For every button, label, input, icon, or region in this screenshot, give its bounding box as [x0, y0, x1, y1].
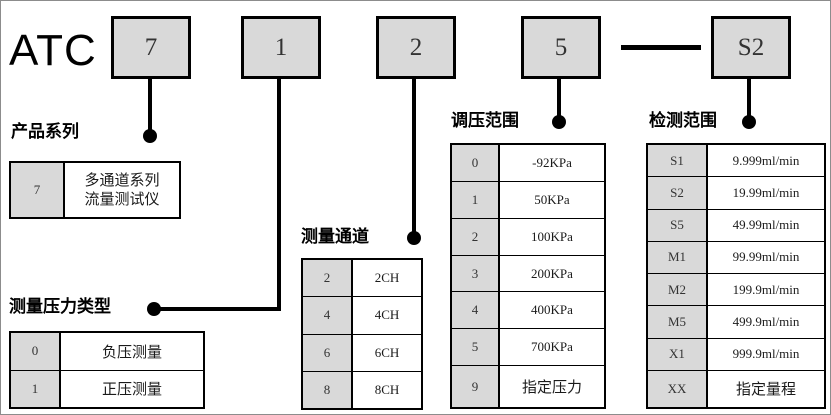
- cell-value: 400KPa: [500, 292, 604, 329]
- caption-detection-range: 检测范围: [649, 111, 717, 130]
- leader-dot-pressure-type: [147, 302, 161, 316]
- table-row: X1 999.9ml/min: [648, 338, 824, 371]
- leader-line-series: [148, 79, 152, 135]
- cell-value: 指定量程: [708, 370, 824, 407]
- table-pressure-type: 0 负压测量 1 正压测量: [9, 331, 205, 409]
- cell-code: 7: [11, 163, 65, 217]
- table-row: 7 多通道系列 流量测试仪: [11, 163, 179, 217]
- table-row: S1 9.999ml/min: [648, 145, 824, 178]
- cell-code: 4: [452, 292, 500, 329]
- leader-line-pressure-range: [557, 79, 561, 121]
- cell-value: 8CH: [353, 371, 421, 408]
- table-row: 1 正压测量: [11, 370, 203, 407]
- leader-line-detection-range: [747, 79, 751, 121]
- leader-dot-series: [143, 129, 157, 143]
- cell-code: 0: [11, 333, 61, 370]
- cell-value: 9.999ml/min: [708, 145, 824, 177]
- table-row: 4 4CH: [303, 297, 421, 335]
- cell-value: 49.99ml/min: [708, 209, 824, 241]
- cell-value: 200KPa: [500, 255, 604, 292]
- table-detection-range: S1 9.999ml/min S2 19.99ml/min S5 49.99ml…: [646, 143, 826, 409]
- caption-pressure-type: 测量压力类型: [9, 297, 111, 316]
- cell-code: M1: [648, 241, 708, 273]
- cell-code: 9: [452, 366, 500, 408]
- model-prefix-label: ATC: [9, 26, 97, 75]
- leader-dot-detection-range: [742, 115, 756, 129]
- caption-channel: 测量通道: [301, 227, 369, 246]
- code-box-pressure-range[interactable]: 5: [521, 16, 601, 79]
- cell-code: S2: [648, 177, 708, 209]
- cell-value: 指定压力: [500, 366, 604, 408]
- code-box-channel[interactable]: 2: [376, 16, 456, 79]
- cell-value: 700KPa: [500, 329, 604, 366]
- leader-line-pressure-type-vertical: [277, 79, 281, 311]
- table-row: 5 700KPa: [452, 329, 604, 367]
- leader-dot-channel: [407, 231, 421, 245]
- cell-value: 199.9ml/min: [708, 274, 824, 306]
- cell-code: M5: [648, 306, 708, 338]
- cell-code: 1: [11, 370, 61, 407]
- leader-line-pressure-type-horizontal: [151, 307, 281, 311]
- cell-value: 正压测量: [61, 370, 203, 407]
- table-row: 0 -92KPa: [452, 145, 604, 182]
- cell-value: -92KPa: [500, 145, 604, 181]
- table-row: 2 100KPa: [452, 218, 604, 256]
- table-product-series: 7 多通道系列 流量测试仪: [9, 161, 181, 219]
- cell-value: 99.99ml/min: [708, 241, 824, 273]
- table-row: S5 49.99ml/min: [648, 209, 824, 242]
- cell-code: 2: [452, 218, 500, 255]
- cell-code: 5: [452, 329, 500, 366]
- cell-value: 6CH: [353, 334, 421, 371]
- cell-code: 3: [452, 255, 500, 292]
- table-pressure-range: 0 -92KPa 1 50KPa 2 100KPa 3 200KPa 4 400…: [450, 143, 606, 409]
- caption-series: 产品系列: [11, 122, 79, 141]
- cell-code: 8: [303, 371, 353, 408]
- table-measurement-channel: 2 2CH 4 4CH 6 6CH 8 8CH: [301, 258, 423, 410]
- cell-value: 4CH: [353, 297, 421, 334]
- code-box-pressure-type[interactable]: 1: [241, 16, 321, 79]
- code-box-series[interactable]: 7: [111, 16, 191, 79]
- cell-code: M2: [648, 274, 708, 306]
- table-row: S2 19.99ml/min: [648, 177, 824, 210]
- cell-value-line2: 流量测试仪: [84, 190, 160, 208]
- cell-code: 2: [303, 260, 353, 297]
- cell-value: 50KPa: [500, 181, 604, 218]
- table-row: 2 2CH: [303, 260, 421, 298]
- table-row: 1 50KPa: [452, 181, 604, 219]
- cell-value: 499.9ml/min: [708, 306, 824, 338]
- caption-pressure-range: 调压范围: [451, 111, 519, 130]
- cell-code: 4: [303, 297, 353, 334]
- table-row: 6 6CH: [303, 334, 421, 372]
- cell-value: 100KPa: [500, 218, 604, 255]
- cell-code: X1: [648, 338, 708, 370]
- code-box-detection-range[interactable]: S2: [711, 16, 791, 79]
- cell-value: 19.99ml/min: [708, 177, 824, 209]
- cell-code: XX: [648, 370, 708, 407]
- cell-code: 1: [452, 181, 500, 218]
- dash-separator-icon: [621, 45, 701, 50]
- cell-value: 999.9ml/min: [708, 338, 824, 370]
- table-row: 8 8CH: [303, 371, 421, 408]
- leader-dot-pressure-range: [552, 115, 566, 129]
- cell-value: 负压测量: [61, 333, 203, 370]
- table-row: M5 499.9ml/min: [648, 306, 824, 339]
- cell-code: 0: [452, 145, 500, 181]
- table-row: M2 199.9ml/min: [648, 274, 824, 307]
- table-row: 9 指定压力: [452, 366, 604, 408]
- leader-line-channel: [412, 79, 416, 237]
- cell-code: 6: [303, 334, 353, 371]
- cell-value: 多通道系列 流量测试仪: [65, 163, 179, 217]
- table-row: 0 负压测量: [11, 333, 203, 371]
- table-row: 3 200KPa: [452, 255, 604, 293]
- cell-code: S5: [648, 209, 708, 241]
- table-row: 4 400KPa: [452, 292, 604, 330]
- table-row: M1 99.99ml/min: [648, 241, 824, 274]
- table-row: XX 指定量程: [648, 370, 824, 407]
- cell-value-line1: 多通道系列: [84, 171, 160, 190]
- cell-value: 2CH: [353, 260, 421, 297]
- cell-code: S1: [648, 145, 708, 177]
